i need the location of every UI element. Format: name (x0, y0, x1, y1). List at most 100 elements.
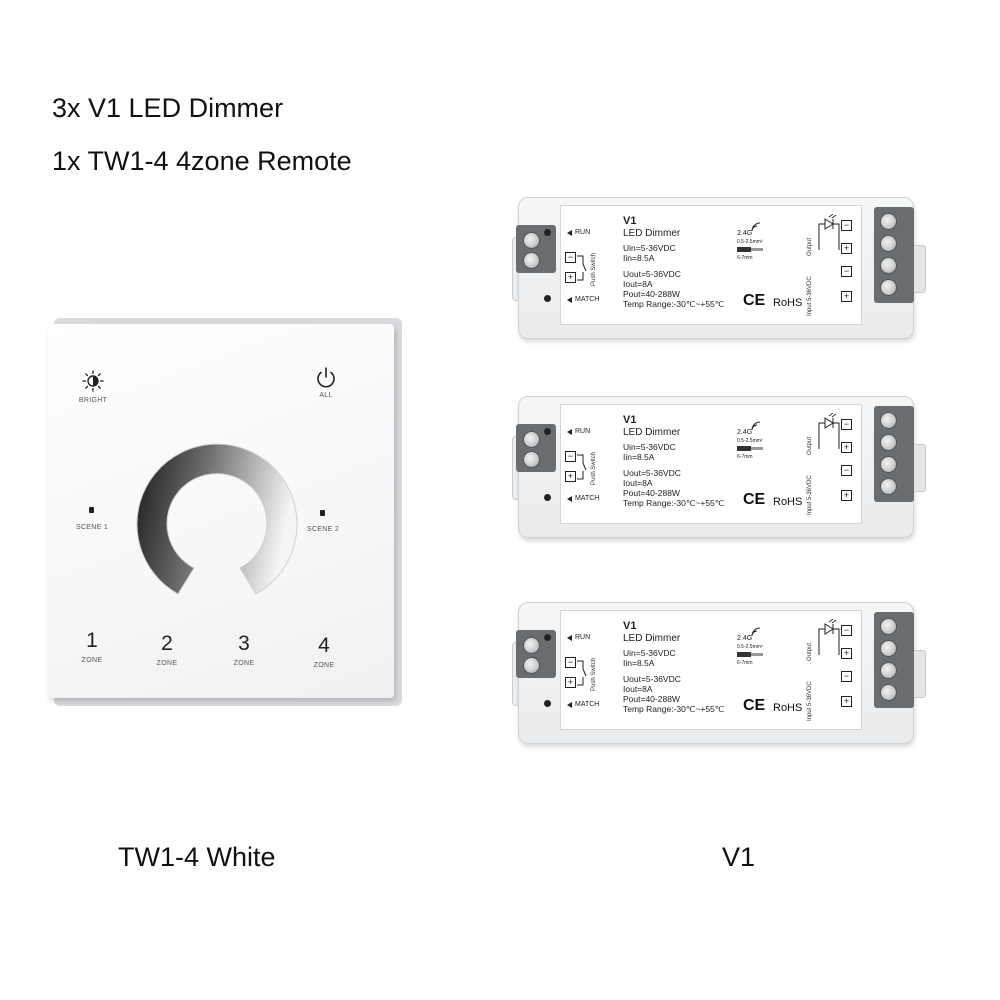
terminal-screw (523, 252, 540, 269)
match-label: MATCH (575, 701, 600, 708)
zone-1-label: ZONE (81, 657, 103, 664)
match-button[interactable] (544, 295, 551, 302)
model-name: V1 (623, 215, 637, 227)
output-power: Pout=40-288W (623, 488, 680, 498)
scene-2-indicator[interactable] (320, 510, 325, 516)
input-current: Iin=8.5A (623, 452, 655, 462)
match-label: MATCH (575, 495, 600, 502)
spec-label: RUN MATCH − + Push Switch V1 LED Dimmer … (560, 404, 862, 524)
push-switch-symbol (577, 660, 587, 686)
match-button[interactable] (544, 494, 551, 501)
input-voltage-label: Input 5-36VDC (807, 276, 813, 316)
match-arrow-icon (567, 702, 572, 708)
power-icon[interactable] (315, 366, 337, 390)
headline-dimmer-count: 3x V1 LED Dimmer (52, 93, 284, 123)
ce-mark: CE (743, 697, 766, 714)
rohs-mark: RoHS (773, 702, 803, 714)
terminal-screw (880, 213, 897, 230)
terminal-screw (880, 279, 897, 296)
rohs-mark: RoHS (773, 297, 803, 309)
run-led (544, 634, 551, 641)
rohs-mark: RoHS (773, 496, 803, 508)
temperature-range: Temp Range:-30℃~+55℃ (623, 299, 725, 309)
output-current: Iout=8A (623, 279, 653, 289)
terminal-screw (880, 640, 897, 657)
bright-label: BRIGHT (78, 397, 108, 404)
v1-controller-1: RUN MATCH − + Push Switch V1 LED Dimmer … (512, 197, 926, 347)
output-current: Iout=8A (623, 684, 653, 694)
wireless-frequency: 2.4G (737, 429, 753, 436)
output-label: Output (807, 642, 813, 661)
spec-label: RUN MATCH − + Push Switch V1 LED Dimmer … (560, 205, 862, 325)
wire-gauge: 0.5-2.5mm² (737, 644, 763, 650)
minus-terminal-label: − (565, 657, 576, 668)
run-led (544, 428, 551, 435)
color-temperature-wheel[interactable] (128, 436, 306, 614)
terminal-screw (880, 412, 897, 429)
v1-controller-2: RUN MATCH − + Push Switch V1 LED Dimmer … (512, 396, 926, 546)
spec-label: RUN MATCH − + Push Switch V1 LED Dimmer … (560, 610, 862, 730)
led-output-symbol (818, 413, 840, 449)
brightness-icon[interactable] (82, 370, 104, 392)
match-arrow-icon (567, 297, 572, 303)
strip-length: 6-7mm (737, 255, 753, 261)
wire-strip-icon (751, 447, 763, 450)
wireless-signal-icon (751, 627, 761, 637)
match-label: MATCH (575, 296, 600, 303)
input-voltage: Uin=5-36VDC (623, 243, 676, 253)
wire-gauge: 0.5-2.5mm² (737, 239, 763, 245)
scene-1-label: SCENE 1 (75, 524, 109, 531)
terminal-screw (880, 257, 897, 274)
scene-2-label: SCENE 2 (306, 526, 340, 533)
zone-3-label: ZONE (233, 660, 255, 667)
output-power: Pout=40-288W (623, 694, 680, 704)
match-button[interactable] (544, 700, 551, 707)
terminal-screw (880, 618, 897, 635)
output-minus-label: − (841, 220, 852, 231)
terminal-screw (880, 662, 897, 679)
run-label: RUN (575, 634, 591, 641)
wireless-signal-icon (751, 222, 761, 232)
input-current: Iin=8.5A (623, 253, 655, 263)
terminal-screw (880, 434, 897, 451)
zone-3-key[interactable]: 3 (238, 632, 250, 655)
model-name: V1 (623, 620, 637, 632)
wire-strip-icon (751, 653, 763, 656)
strip-length: 6-7mm (737, 454, 753, 460)
minus-terminal-label: − (565, 252, 576, 263)
terminal-screw (523, 451, 540, 468)
tw1-4-wall-panel: BRIGHT ALL SCENE 1 SCENE 2 1 ZONE 2 (48, 318, 408, 706)
v1-controller-3: RUN MATCH − + Push Switch V1 LED Dimmer … (512, 602, 926, 752)
input-plus-label: + (841, 490, 852, 501)
input-current: Iin=8.5A (623, 658, 655, 668)
plus-terminal-label: + (565, 272, 576, 283)
push-switch-label: Push Switch (591, 451, 597, 485)
run-arrow-icon (567, 230, 572, 236)
terminal-screw (523, 232, 540, 249)
led-output-symbol (818, 214, 840, 250)
terminal-screw (880, 235, 897, 252)
temperature-range: Temp Range:-30℃~+55℃ (623, 704, 725, 714)
run-arrow-icon (567, 429, 572, 435)
product-name: LED Dimmer (623, 427, 681, 438)
output-minus-label: − (841, 419, 852, 430)
caption-remote: TW1-4 White (118, 842, 276, 872)
all-label: ALL (319, 392, 333, 399)
ce-mark: CE (743, 292, 766, 309)
scene-1-indicator[interactable] (89, 507, 94, 513)
terminal-screw (523, 431, 540, 448)
wire-strip-icon (737, 652, 751, 657)
wire-strip-icon (751, 248, 763, 251)
zone-2-key[interactable]: 2 (161, 632, 173, 655)
zone-4-key[interactable]: 4 (318, 634, 330, 657)
output-label: Output (807, 436, 813, 455)
output-current: Iout=8A (623, 478, 653, 488)
push-switch-label: Push Switch (591, 657, 597, 691)
zone-1-key[interactable]: 1 (86, 629, 98, 652)
wireless-frequency: 2.4G (737, 635, 753, 642)
input-plus-label: + (841, 696, 852, 707)
wireless-signal-icon (751, 421, 761, 431)
output-voltage: Uout=5-36VDC (623, 674, 681, 684)
ce-mark: CE (743, 491, 766, 508)
output-minus-label: − (841, 625, 852, 636)
